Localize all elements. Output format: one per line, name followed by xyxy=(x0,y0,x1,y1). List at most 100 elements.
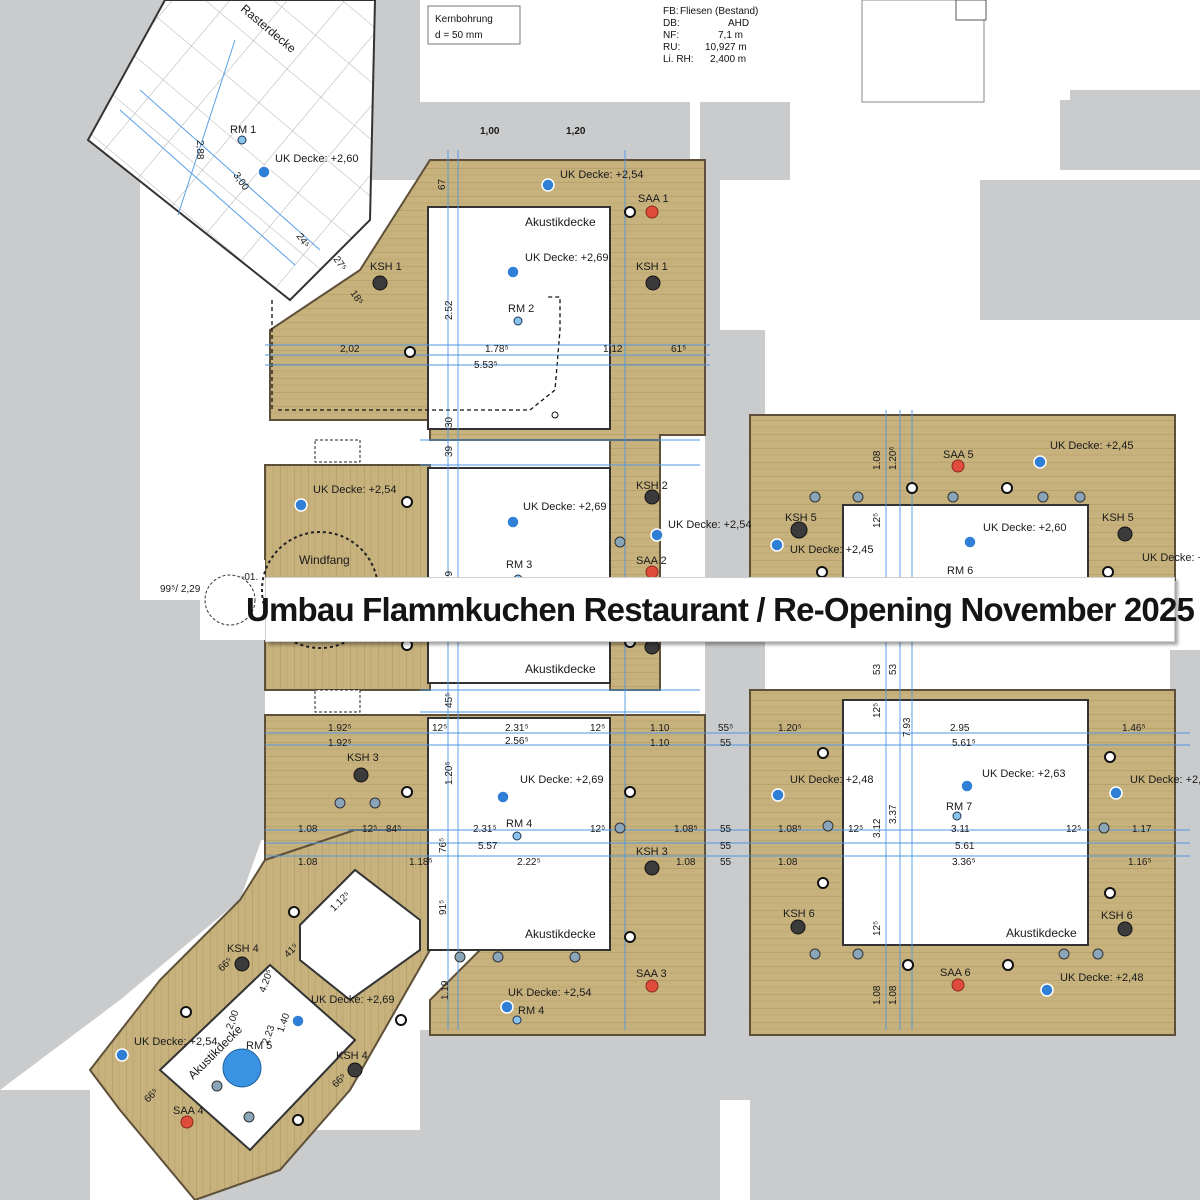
dim-1-08-d: 1.08 xyxy=(676,857,696,868)
saa1-label: SAA 1 xyxy=(638,193,669,205)
dim-39: 39 xyxy=(444,445,455,457)
saa-outlets xyxy=(180,205,965,1129)
ksh3-label-right: KSH 3 xyxy=(636,846,668,858)
saa6-label: SAA 6 xyxy=(940,967,971,979)
room-info-ru-key: RU: xyxy=(663,42,680,53)
title-banner: Umbau Flammkuchen Restaurant / Re-Openin… xyxy=(246,577,1195,642)
uk-label-rm6-top: UK Decke: +2,45 xyxy=(1050,440,1133,452)
room-info-rh-val: 2,400 m xyxy=(710,54,746,65)
dim-55-e: 55 xyxy=(720,857,732,868)
dim-1-08-b: 1.08⁵ xyxy=(674,824,698,835)
dim-3-11: 3.11 xyxy=(951,824,970,835)
ksh2-label: KSH 2 xyxy=(636,480,668,492)
dim-1-20-r: 1.20⁵ xyxy=(778,723,802,734)
dim-1-16: 1.16⁵ xyxy=(1128,857,1152,868)
dim-2-95: 2.95 xyxy=(950,723,970,734)
dim-12-f: 12⁵ xyxy=(1066,824,1081,835)
uk-label-rm4: UK Decke: +2,69 xyxy=(520,774,603,786)
dim-1-20-v: 1.20⁵ xyxy=(444,761,455,785)
dim-1-08-a: 1.08 xyxy=(298,824,318,835)
ksh6-label-right: KSH 6 xyxy=(1101,910,1133,922)
dim-5-61: 5.61 xyxy=(955,841,975,852)
rasterdecke-room xyxy=(86,0,377,302)
saa4-label: SAA 4 xyxy=(173,1105,204,1117)
dim-1-08-c: 1.08 xyxy=(298,857,318,868)
dim-1-08-v3: 1.08 xyxy=(872,985,883,1005)
dim-3-12: 3.12 xyxy=(872,818,883,838)
room-info-ru-val: 10,927 m xyxy=(705,42,747,53)
banner-title: Umbau Flammkuchen Restaurant / Re-Openin… xyxy=(245,590,1195,628)
header-annotations: Kernbohrung d = 50 mm FB: Fliesen (Besta… xyxy=(427,5,758,65)
dim-1-46: 1.46⁵ xyxy=(1122,723,1146,734)
dim-1-78: 1.78⁵ xyxy=(485,344,509,355)
room-label-rm7: RM 7 xyxy=(946,801,972,813)
level-markers xyxy=(115,165,1123,1062)
dim-53-a: 53 xyxy=(872,663,883,675)
dim-12-e: 12⁵ xyxy=(848,824,863,835)
dim-12-v3: 12⁵ xyxy=(872,921,883,936)
dim-76: 76⁵ xyxy=(438,838,449,853)
dim-2-31-b: 2.31⁵ xyxy=(473,824,497,835)
room-label-rm4: RM 4 xyxy=(506,818,532,830)
grey-fixtures xyxy=(211,491,1110,1123)
dim-2-56: 2.56⁵ xyxy=(505,736,529,747)
dim-12-b: 12⁵ xyxy=(590,723,605,734)
dim-30: 30 xyxy=(444,416,455,428)
room-label-rm1: RM 1 xyxy=(230,124,256,136)
dim-55-c: 55 xyxy=(720,824,732,835)
dim-1-19: 1.19 xyxy=(440,980,451,1000)
uk-label-corridor: UK Decke: +2,54 xyxy=(668,519,751,531)
dim-84: 84⁵ xyxy=(386,824,401,835)
column-circle xyxy=(222,1048,262,1088)
dim-1-92-b: 1.92⁵ xyxy=(328,738,352,749)
dim-2-02: 2,02 xyxy=(340,344,360,355)
dim-1-10-a: 1.10 xyxy=(650,723,670,734)
dim-1-10-b: 1.10 xyxy=(650,738,670,749)
dim-5-61-b: 5.61⁵ xyxy=(952,738,976,749)
dim-5-57: 5.57 xyxy=(478,841,498,852)
windfang-label: Windfang xyxy=(299,553,350,567)
room-label-rm3: RM 3 xyxy=(506,559,532,571)
room-info-nf-key: NF: xyxy=(663,30,679,41)
uk-label-rm6-edge: UK Decke: +2,45 xyxy=(1142,552,1200,564)
dim-2-88: 2,88 xyxy=(194,140,205,160)
dim-45: 45⁵ xyxy=(444,693,455,708)
dim-12-c: 12⁵ xyxy=(362,824,377,835)
dim-67: 67 xyxy=(437,178,448,190)
saa2-label: SAA 2 xyxy=(636,555,667,567)
ksh5-label-left: KSH 5 xyxy=(785,512,817,524)
uk-label-bottom: UK Decke: +2,54 xyxy=(508,987,591,999)
dim-12-v1: 12⁵ xyxy=(872,513,883,528)
dim-55-b: 55 xyxy=(720,738,732,749)
dim-55-d: 55 xyxy=(720,841,732,852)
room-info-db-key: DB: xyxy=(663,18,680,29)
ksh6-label-left: KSH 6 xyxy=(783,908,815,920)
akustikdecke-label-1: Akustikdecke xyxy=(525,215,596,229)
dim-53-b: 53 xyxy=(888,663,899,675)
dim-1-20-v2: 1.20⁶ xyxy=(888,446,899,470)
uk-label-rm3: UK Decke: +2,69 xyxy=(523,501,606,513)
dim-12-d: 12⁵ xyxy=(590,824,605,835)
room-info-rh-key: Li. RH: xyxy=(663,54,694,65)
akustikdecke-label-5: Akustikdecke xyxy=(1006,926,1077,940)
room-info-db-val: AHD xyxy=(728,18,749,29)
dim-3-37: 3.37 xyxy=(888,804,899,824)
saa3-label: SAA 3 xyxy=(636,968,667,980)
dim-2-31: 2.31⁵ xyxy=(505,723,529,734)
room-label-rm6: RM 6 xyxy=(947,565,973,577)
uk-label-rm7-left: UK Decke: +2,48 xyxy=(790,774,873,786)
dim-1-20: 1,20 xyxy=(566,126,586,137)
uk-label-rm6-left: UK Decke: +2,45 xyxy=(790,544,873,556)
saa5-label: SAA 5 xyxy=(943,449,974,461)
dashed-outlines xyxy=(271,296,561,412)
room-label-rm2: RM 2 xyxy=(508,303,534,315)
room-info-fb-key: FB: xyxy=(663,6,679,17)
kernbohrung-label: Kernbohrung xyxy=(435,14,493,25)
uk-label-rm5-right: UK Decke: +2,69 xyxy=(311,994,394,1006)
dim-2-52: 2.52 xyxy=(444,300,455,320)
uk-label-rm7-right: UK Decke: +2,48 xyxy=(1130,774,1200,786)
dim-61: 61⁵ xyxy=(671,344,686,355)
dim-12-v2: 12⁵ xyxy=(872,703,883,718)
